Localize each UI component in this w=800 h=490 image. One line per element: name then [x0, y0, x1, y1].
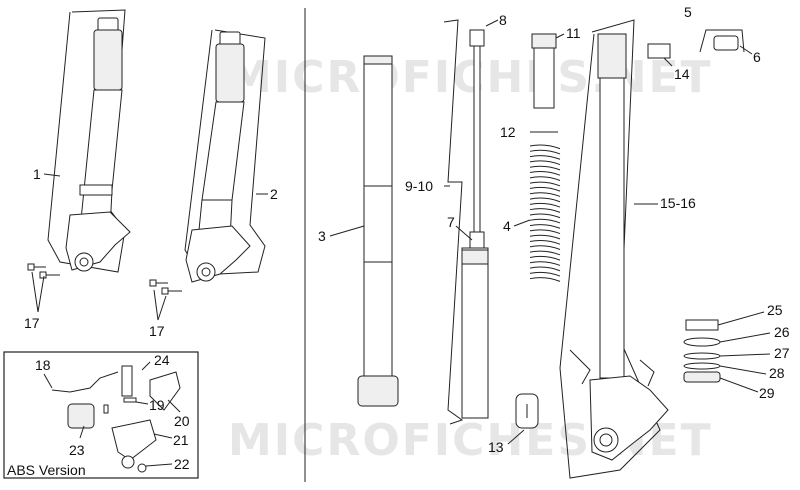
spring-coil: [529, 261, 561, 266]
callout-label: 23: [69, 442, 85, 458]
cap-5-6: [699, 29, 745, 53]
spring-coil: [529, 155, 561, 160]
spring-coil: [529, 218, 561, 224]
callout-12: 12: [500, 124, 516, 140]
callout-label: 6: [753, 49, 761, 65]
callout-22: 22: [145, 456, 190, 472]
callout-label: 3: [318, 228, 326, 244]
callout-17-right: 17: [149, 289, 167, 339]
spring-coil: [529, 277, 561, 282]
callout-label: 2: [270, 186, 278, 202]
callout-1: 1: [33, 166, 61, 182]
callout-label: 7: [447, 214, 455, 230]
callout-label: 8: [499, 12, 507, 28]
callout-15-16: 15-16: [634, 195, 696, 211]
spacer-11: [531, 33, 557, 109]
callout-25: 25: [717, 302, 783, 326]
callout-label: 21: [173, 432, 189, 448]
callout-28: 28: [719, 365, 785, 381]
callout-label: 14: [674, 66, 690, 82]
callout-5: 5: [684, 4, 692, 20]
abs-version-caption: ABS Version: [7, 462, 86, 478]
callout-label: 9-10: [405, 178, 433, 194]
spring-coil: [529, 234, 561, 240]
callout-23: 23: [69, 425, 85, 458]
callout-label: 25: [767, 302, 783, 318]
callout-label: 19: [149, 397, 165, 413]
callout-label: 20: [174, 413, 190, 429]
bolts-17-right: [149, 279, 182, 295]
spring-coil: [529, 192, 561, 197]
cartridge-assembly: [443, 19, 489, 425]
callout-13: 13: [488, 429, 525, 455]
spring-coil: [529, 149, 561, 155]
callout-label: 12: [500, 124, 516, 140]
spring-coil: [529, 208, 561, 213]
spring-coil: [529, 240, 561, 245]
spring-coil: [529, 176, 561, 181]
callout-label: 1: [33, 166, 41, 182]
callout-14: 14: [663, 57, 690, 82]
callout-11: 11: [555, 25, 581, 41]
bolts-17-left: [27, 263, 60, 279]
fork-leg-15-16: [559, 19, 669, 479]
spring-coil: [529, 186, 561, 192]
outer-tube-3: [357, 55, 399, 407]
spring-coil: [529, 144, 561, 150]
callout-19: 19: [135, 397, 165, 413]
callout-label: 13: [488, 439, 504, 455]
callout-label: 5: [684, 4, 692, 20]
callout-label: 29: [759, 385, 775, 401]
callout-label: 18: [35, 357, 51, 373]
spring-coil: [529, 224, 561, 229]
spring-coil: [529, 160, 561, 166]
spring-coil: [529, 202, 561, 208]
callout-17-left: 17: [24, 271, 45, 331]
spring-coil: [529, 271, 561, 277]
fork-leg-right: [184, 29, 266, 283]
callout-27: 27: [719, 345, 790, 361]
callout-label: 11: [566, 25, 581, 41]
callout-18: 18: [35, 357, 53, 389]
callout-4: 4: [503, 218, 531, 234]
callout-29: 29: [719, 377, 775, 401]
parts-25-29: [683, 319, 721, 383]
spring-coil: [529, 181, 561, 187]
spring-coil: [529, 213, 561, 219]
callout-21: 21: [153, 432, 189, 448]
callout-24: 24: [141, 352, 170, 371]
callout-label: 17: [24, 315, 40, 331]
callout-label: 26: [774, 324, 790, 340]
watermark-top: MICROFICHES.NET: [228, 52, 713, 103]
callout-label: 28: [769, 365, 785, 381]
spring-4: [529, 144, 561, 282]
spring-coil: [529, 266, 561, 272]
callout-2: 2: [256, 186, 278, 202]
spring-coil: [529, 229, 561, 235]
callout-label: 24: [154, 352, 170, 368]
part-14: [647, 43, 671, 59]
callout-7: 7: [447, 214, 473, 241]
spring-coil: [529, 197, 561, 203]
callout-8: 8: [485, 12, 507, 28]
callout-6: 6: [739, 45, 761, 65]
callout-9-10: 9-10: [405, 178, 450, 194]
callout-3: 3: [318, 225, 365, 244]
callout-label: 15-16: [660, 195, 696, 211]
spring-coil: [529, 171, 561, 176]
callout-26: 26: [719, 324, 790, 343]
spring-coil: [529, 255, 561, 261]
callout-label: 27: [774, 345, 790, 361]
callout-20: 20: [167, 399, 190, 429]
spring-coil: [529, 165, 561, 171]
part-13: [515, 393, 539, 429]
callout-label: 17: [149, 323, 165, 339]
callout-label: 4: [503, 218, 511, 234]
callout-label: 22: [174, 456, 190, 472]
spring-coil: [529, 245, 561, 250]
abs-inset: [3, 351, 199, 479]
spring-coil: [529, 250, 561, 256]
fork-leg-left: [47, 9, 131, 273]
